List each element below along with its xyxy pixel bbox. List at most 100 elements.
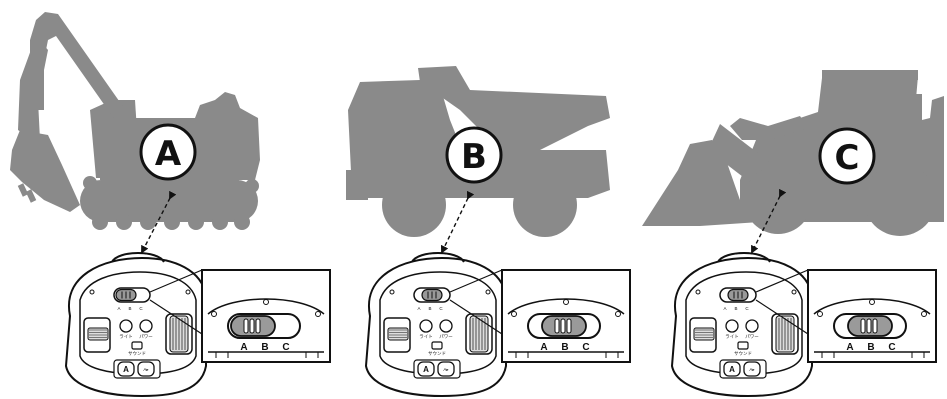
- screw-icon: [315, 311, 321, 317]
- channel-switch-large[interactable]: [527, 313, 601, 339]
- power-button-label: パワー: [745, 334, 759, 339]
- svg-text:A: A: [155, 134, 182, 174]
- dump-truck-icon: [346, 66, 610, 237]
- channel-switch-small[interactable]: [113, 287, 151, 303]
- switch-label-large: A: [540, 342, 547, 353]
- channel-switch-large[interactable]: [227, 313, 301, 339]
- pairing-arrow-c: [751, 188, 787, 254]
- led-indicator: [263, 299, 269, 305]
- b-button-label: A▸: [749, 367, 755, 372]
- a-button[interactable]: [723, 361, 741, 377]
- pairing-arrow-b: [440, 190, 475, 254]
- a-button[interactable]: [117, 361, 135, 377]
- light-button[interactable]: [119, 319, 133, 333]
- zoom-callout-line: [755, 269, 809, 335]
- svg-text:C: C: [835, 138, 860, 178]
- sound-button-label: サウンド: [128, 350, 146, 357]
- screw-icon: [511, 311, 517, 317]
- excavator-icon: [10, 12, 260, 230]
- screw-icon: [817, 311, 823, 317]
- switch-label-large: A: [240, 342, 247, 353]
- power-button[interactable]: [439, 319, 453, 333]
- a-button-label: A: [729, 365, 735, 374]
- left-stick[interactable]: [383, 317, 411, 353]
- power-button-label: パワー: [439, 334, 453, 339]
- led-indicator: [869, 299, 875, 305]
- screw-icon: [695, 289, 701, 295]
- light-button-label: ライト: [725, 334, 739, 340]
- b-button[interactable]: [437, 361, 455, 377]
- channel-badge-c: C: [818, 127, 876, 185]
- wheel-loader-icon: [642, 70, 944, 236]
- light-button[interactable]: [419, 319, 433, 333]
- power-button-label: パワー: [139, 334, 153, 339]
- switch-zoom-panel: A B C: [807, 269, 937, 363]
- led-indicator: [563, 299, 569, 305]
- right-stick[interactable]: [771, 313, 799, 355]
- sound-button-label: サウンド: [428, 350, 446, 357]
- left-stick[interactable]: [689, 317, 717, 353]
- switch-label-large: C: [282, 342, 289, 353]
- a-button[interactable]: [417, 361, 435, 377]
- screw-icon: [89, 289, 95, 295]
- b-button[interactable]: [743, 361, 761, 377]
- switch-label-small: C: [439, 306, 443, 311]
- controller-antenna-bump: [411, 252, 465, 263]
- pairing-arrow-a: [141, 190, 177, 254]
- switch-label-large: A: [846, 342, 853, 353]
- controller-antenna-bump: [111, 252, 165, 263]
- switch-label-small: B: [734, 306, 737, 311]
- channel-switch-large[interactable]: [833, 313, 907, 339]
- sound-button[interactable]: [431, 341, 443, 350]
- controller-antenna-bump: [717, 252, 771, 263]
- b-button-label: A▸: [443, 367, 449, 372]
- switch-label-small: C: [745, 306, 749, 311]
- sound-button-label: サウンド: [734, 350, 752, 357]
- a-button-label: A: [423, 365, 429, 374]
- svg-text:B: B: [461, 137, 487, 177]
- right-stick[interactable]: [465, 313, 493, 355]
- screw-icon: [485, 289, 491, 295]
- zoom-callout-line: [149, 269, 203, 335]
- switch-label-small: B: [128, 306, 131, 311]
- switch-zoom-panel: A B C: [501, 269, 631, 363]
- screw-icon: [389, 289, 395, 295]
- switch-label-small: B: [428, 306, 431, 311]
- sound-button[interactable]: [131, 341, 143, 350]
- b-button-label: A▸: [143, 367, 149, 372]
- left-stick[interactable]: [83, 317, 111, 353]
- switch-label-large: C: [888, 342, 895, 353]
- sound-button[interactable]: [737, 341, 749, 350]
- b-button[interactable]: [137, 361, 155, 377]
- power-button[interactable]: [745, 319, 759, 333]
- light-button-label: ライト: [419, 334, 433, 340]
- zoom-callout-line: [449, 269, 503, 335]
- switch-label-large: B: [867, 342, 874, 353]
- light-button-label: ライト: [119, 334, 133, 340]
- channel-badge-a: A: [139, 123, 197, 181]
- light-button[interactable]: [725, 319, 739, 333]
- switch-label-small: A: [117, 306, 120, 311]
- switch-label-small: C: [139, 306, 143, 311]
- screw-icon: [185, 289, 191, 295]
- switch-label-small: A: [723, 306, 726, 311]
- a-button-label: A: [123, 365, 129, 374]
- power-button[interactable]: [139, 319, 153, 333]
- screw-icon: [615, 311, 621, 317]
- switch-zoom-panel: A B C: [201, 269, 331, 363]
- channel-switch-small[interactable]: [719, 287, 757, 303]
- channel-badge-b: B: [445, 126, 503, 184]
- screw-icon: [211, 311, 217, 317]
- right-stick[interactable]: [165, 313, 193, 355]
- switch-label-large: B: [561, 342, 568, 353]
- switch-label-small: A: [417, 306, 420, 311]
- channel-switch-small[interactable]: [413, 287, 451, 303]
- switch-label-large: B: [261, 342, 268, 353]
- screw-icon: [791, 289, 797, 295]
- switch-label-large: C: [582, 342, 589, 353]
- screw-icon: [921, 311, 927, 317]
